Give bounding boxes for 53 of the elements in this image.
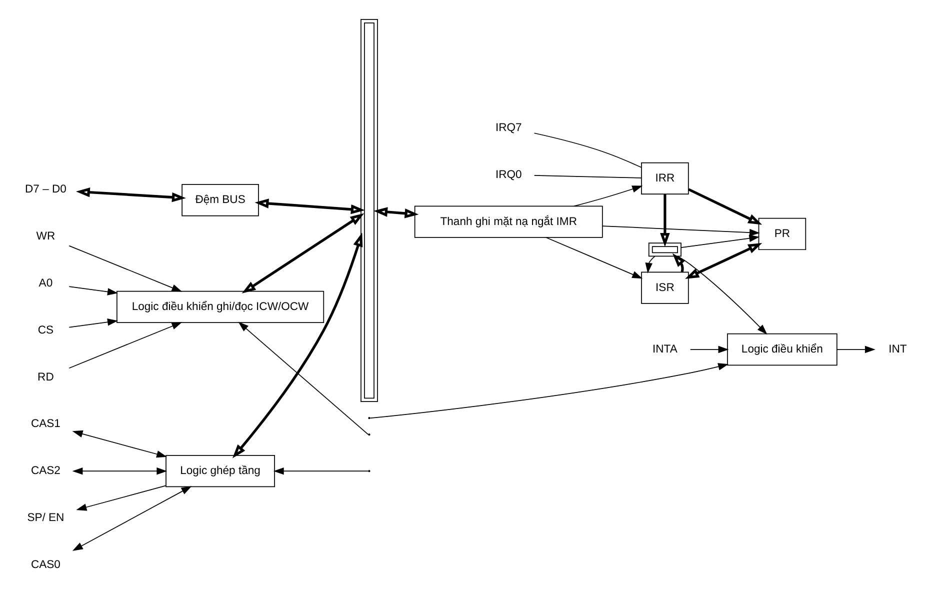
arrow bbox=[374, 206, 419, 218]
arrow bbox=[68, 286, 118, 295]
node-box: Thanh ghi mặt nạ ngắt IMR bbox=[414, 205, 603, 238]
node-text: IRQ7 bbox=[495, 121, 522, 134]
arrow bbox=[72, 486, 192, 550]
arrow bbox=[254, 198, 365, 214]
node-text: CAS1 bbox=[30, 418, 60, 430]
node-box: ISR bbox=[641, 271, 689, 304]
arrow bbox=[68, 322, 182, 368]
node-box: Đệm BUS bbox=[182, 184, 259, 216]
node-text: CAS2 bbox=[30, 464, 60, 477]
node-text: RD bbox=[38, 370, 54, 383]
node-box: Logic điều khiển bbox=[727, 332, 838, 366]
arrow bbox=[602, 225, 760, 236]
node-text: D7 – D0 bbox=[25, 183, 66, 196]
arrow bbox=[660, 194, 670, 246]
node-text: INT bbox=[888, 342, 907, 355]
node-text: SP/ EN bbox=[27, 511, 64, 524]
arrow bbox=[370, 362, 729, 418]
arrow bbox=[76, 484, 166, 510]
node-text: INTA bbox=[652, 342, 678, 355]
arrow bbox=[232, 232, 363, 458]
node-box: PR bbox=[758, 217, 806, 250]
node-text: IRQ0 bbox=[495, 168, 522, 180]
node-text: WR bbox=[36, 230, 56, 242]
arrow bbox=[238, 321, 369, 434]
arrow bbox=[68, 318, 118, 328]
node-box: Logic điều khiển ghi/đọc ICW/OCW bbox=[116, 290, 324, 323]
arrow bbox=[242, 212, 364, 293]
node-bar bbox=[360, 18, 378, 402]
arrow bbox=[72, 466, 168, 474]
arrow bbox=[72, 430, 168, 458]
arrow bbox=[573, 185, 643, 206]
arrow bbox=[76, 186, 186, 202]
arrow bbox=[685, 242, 762, 278]
arrow bbox=[680, 234, 760, 248]
connector bbox=[534, 132, 642, 168]
arrow bbox=[672, 252, 686, 272]
node-text: CAS0 bbox=[30, 558, 60, 570]
arrow bbox=[677, 255, 768, 334]
node-bar bbox=[648, 242, 682, 256]
arrow bbox=[68, 244, 182, 292]
node-text: CS bbox=[38, 324, 54, 336]
arrow bbox=[273, 466, 369, 474]
arrow bbox=[688, 188, 762, 224]
connector bbox=[534, 174, 642, 178]
node-text: A0 bbox=[38, 276, 53, 289]
arrow bbox=[690, 345, 729, 353]
arrow bbox=[546, 236, 643, 278]
node-box: Logic ghép tầng bbox=[166, 454, 275, 487]
arrow bbox=[645, 255, 656, 273]
node-box: IRR bbox=[641, 162, 689, 194]
arrow bbox=[836, 345, 876, 353]
